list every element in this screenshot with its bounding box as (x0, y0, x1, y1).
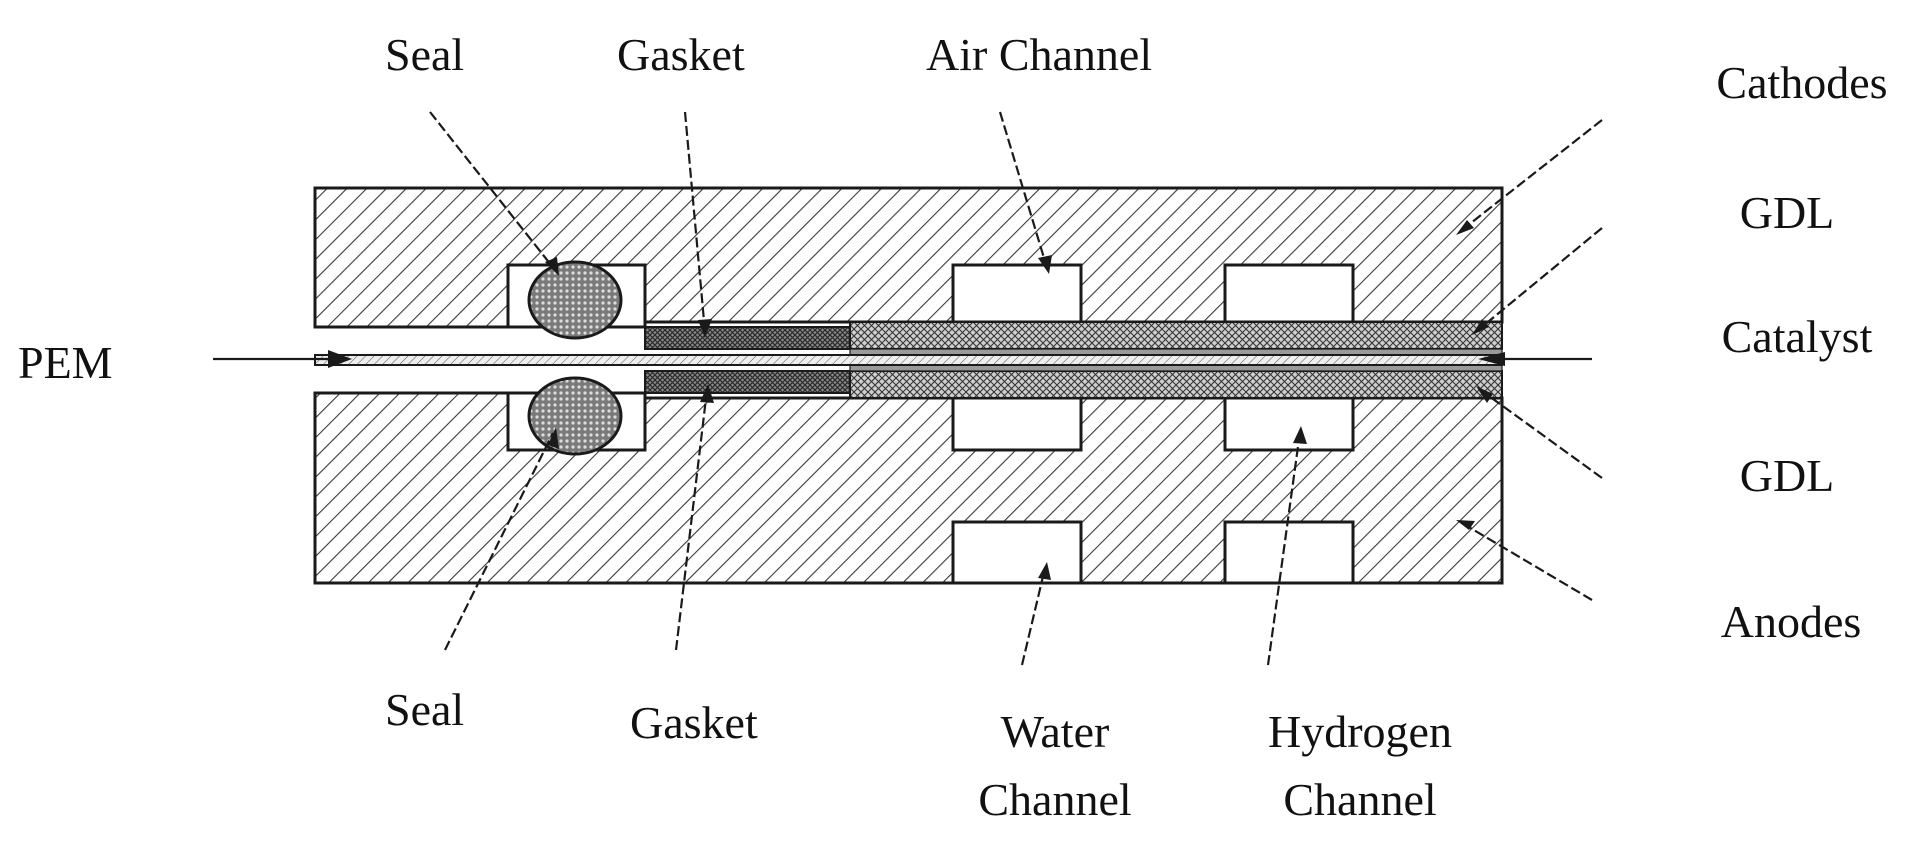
arrowheads (328, 220, 1505, 580)
gasket-top-label: Gasket (617, 29, 745, 80)
gasket-top-leader (683, 111, 707, 333)
gasket-bottom (644, 370, 851, 394)
gdl-bottom-arrowhead (1476, 386, 1493, 403)
hydrogen-channel-label-line2: Channel (1283, 774, 1436, 825)
gdl-top-leader (1476, 227, 1603, 332)
anode-channel-lower-right (1223, 520, 1355, 585)
water-channel-arrowhead (1038, 562, 1051, 580)
seal-top-arrowhead (545, 257, 559, 276)
gasket-bottom-leader (674, 389, 709, 651)
gasket-bottom-label: Gasket (630, 697, 758, 748)
pem-arrowhead (328, 350, 352, 368)
pem-membrane (314, 354, 1503, 366)
seal-top (527, 260, 623, 340)
catalyst-label: Catalyst (1722, 311, 1873, 362)
gdl-bottom-label: GDL (1740, 450, 1835, 501)
seal-top-label: Seal (385, 29, 464, 80)
seal-bottom-label: Seal (385, 684, 464, 735)
gdl-anode (849, 370, 1503, 399)
anodes-label: Anodes (1721, 596, 1862, 647)
leader-lines (213, 111, 1603, 666)
air-channel-arrowhead (1038, 255, 1052, 274)
gdl-top-arrowhead (1472, 319, 1489, 335)
anodes-leader (1461, 522, 1593, 601)
water-channel (951, 520, 1083, 585)
air-channel (951, 263, 1083, 324)
water-channel-leader (1020, 567, 1047, 666)
gasket-top-arrowhead (698, 319, 712, 338)
hydrogen-channel-leader (1266, 431, 1302, 666)
hydrogen-channel-arrowhead (1293, 426, 1307, 444)
cathodes-label: Cathodes (1716, 57, 1887, 108)
air-channel-label: Air Channel (926, 29, 1152, 80)
gdl-top-label: GDL (1740, 187, 1835, 238)
cathodes-arrowhead (1456, 220, 1474, 235)
cathodes-leader (1461, 119, 1603, 231)
air-channel-leader (998, 111, 1049, 269)
gdl-cathode (849, 321, 1503, 350)
water-channel-label-line1: Water (1001, 706, 1110, 757)
pem-label: PEM (18, 337, 113, 388)
seal-bottom (527, 376, 623, 456)
anode-channel-left (951, 396, 1083, 452)
anodes-arrowhead (1456, 520, 1475, 530)
catalyst-arrowhead (1478, 352, 1505, 366)
gasket-top (644, 326, 851, 350)
gdl-bottom-leader (1481, 390, 1603, 479)
seal-bottom-leader (444, 432, 554, 651)
water-channel-label-line2: Channel (978, 774, 1131, 825)
cathode-channel-right (1223, 263, 1355, 324)
gasket-bottom-arrowhead (700, 384, 714, 403)
hydrogen-channel-label-line1: Hydrogen (1268, 706, 1452, 757)
seal-bottom-arrowhead (548, 427, 559, 449)
hydrogen-channel (1223, 396, 1355, 452)
seal-top-leader (429, 111, 556, 271)
